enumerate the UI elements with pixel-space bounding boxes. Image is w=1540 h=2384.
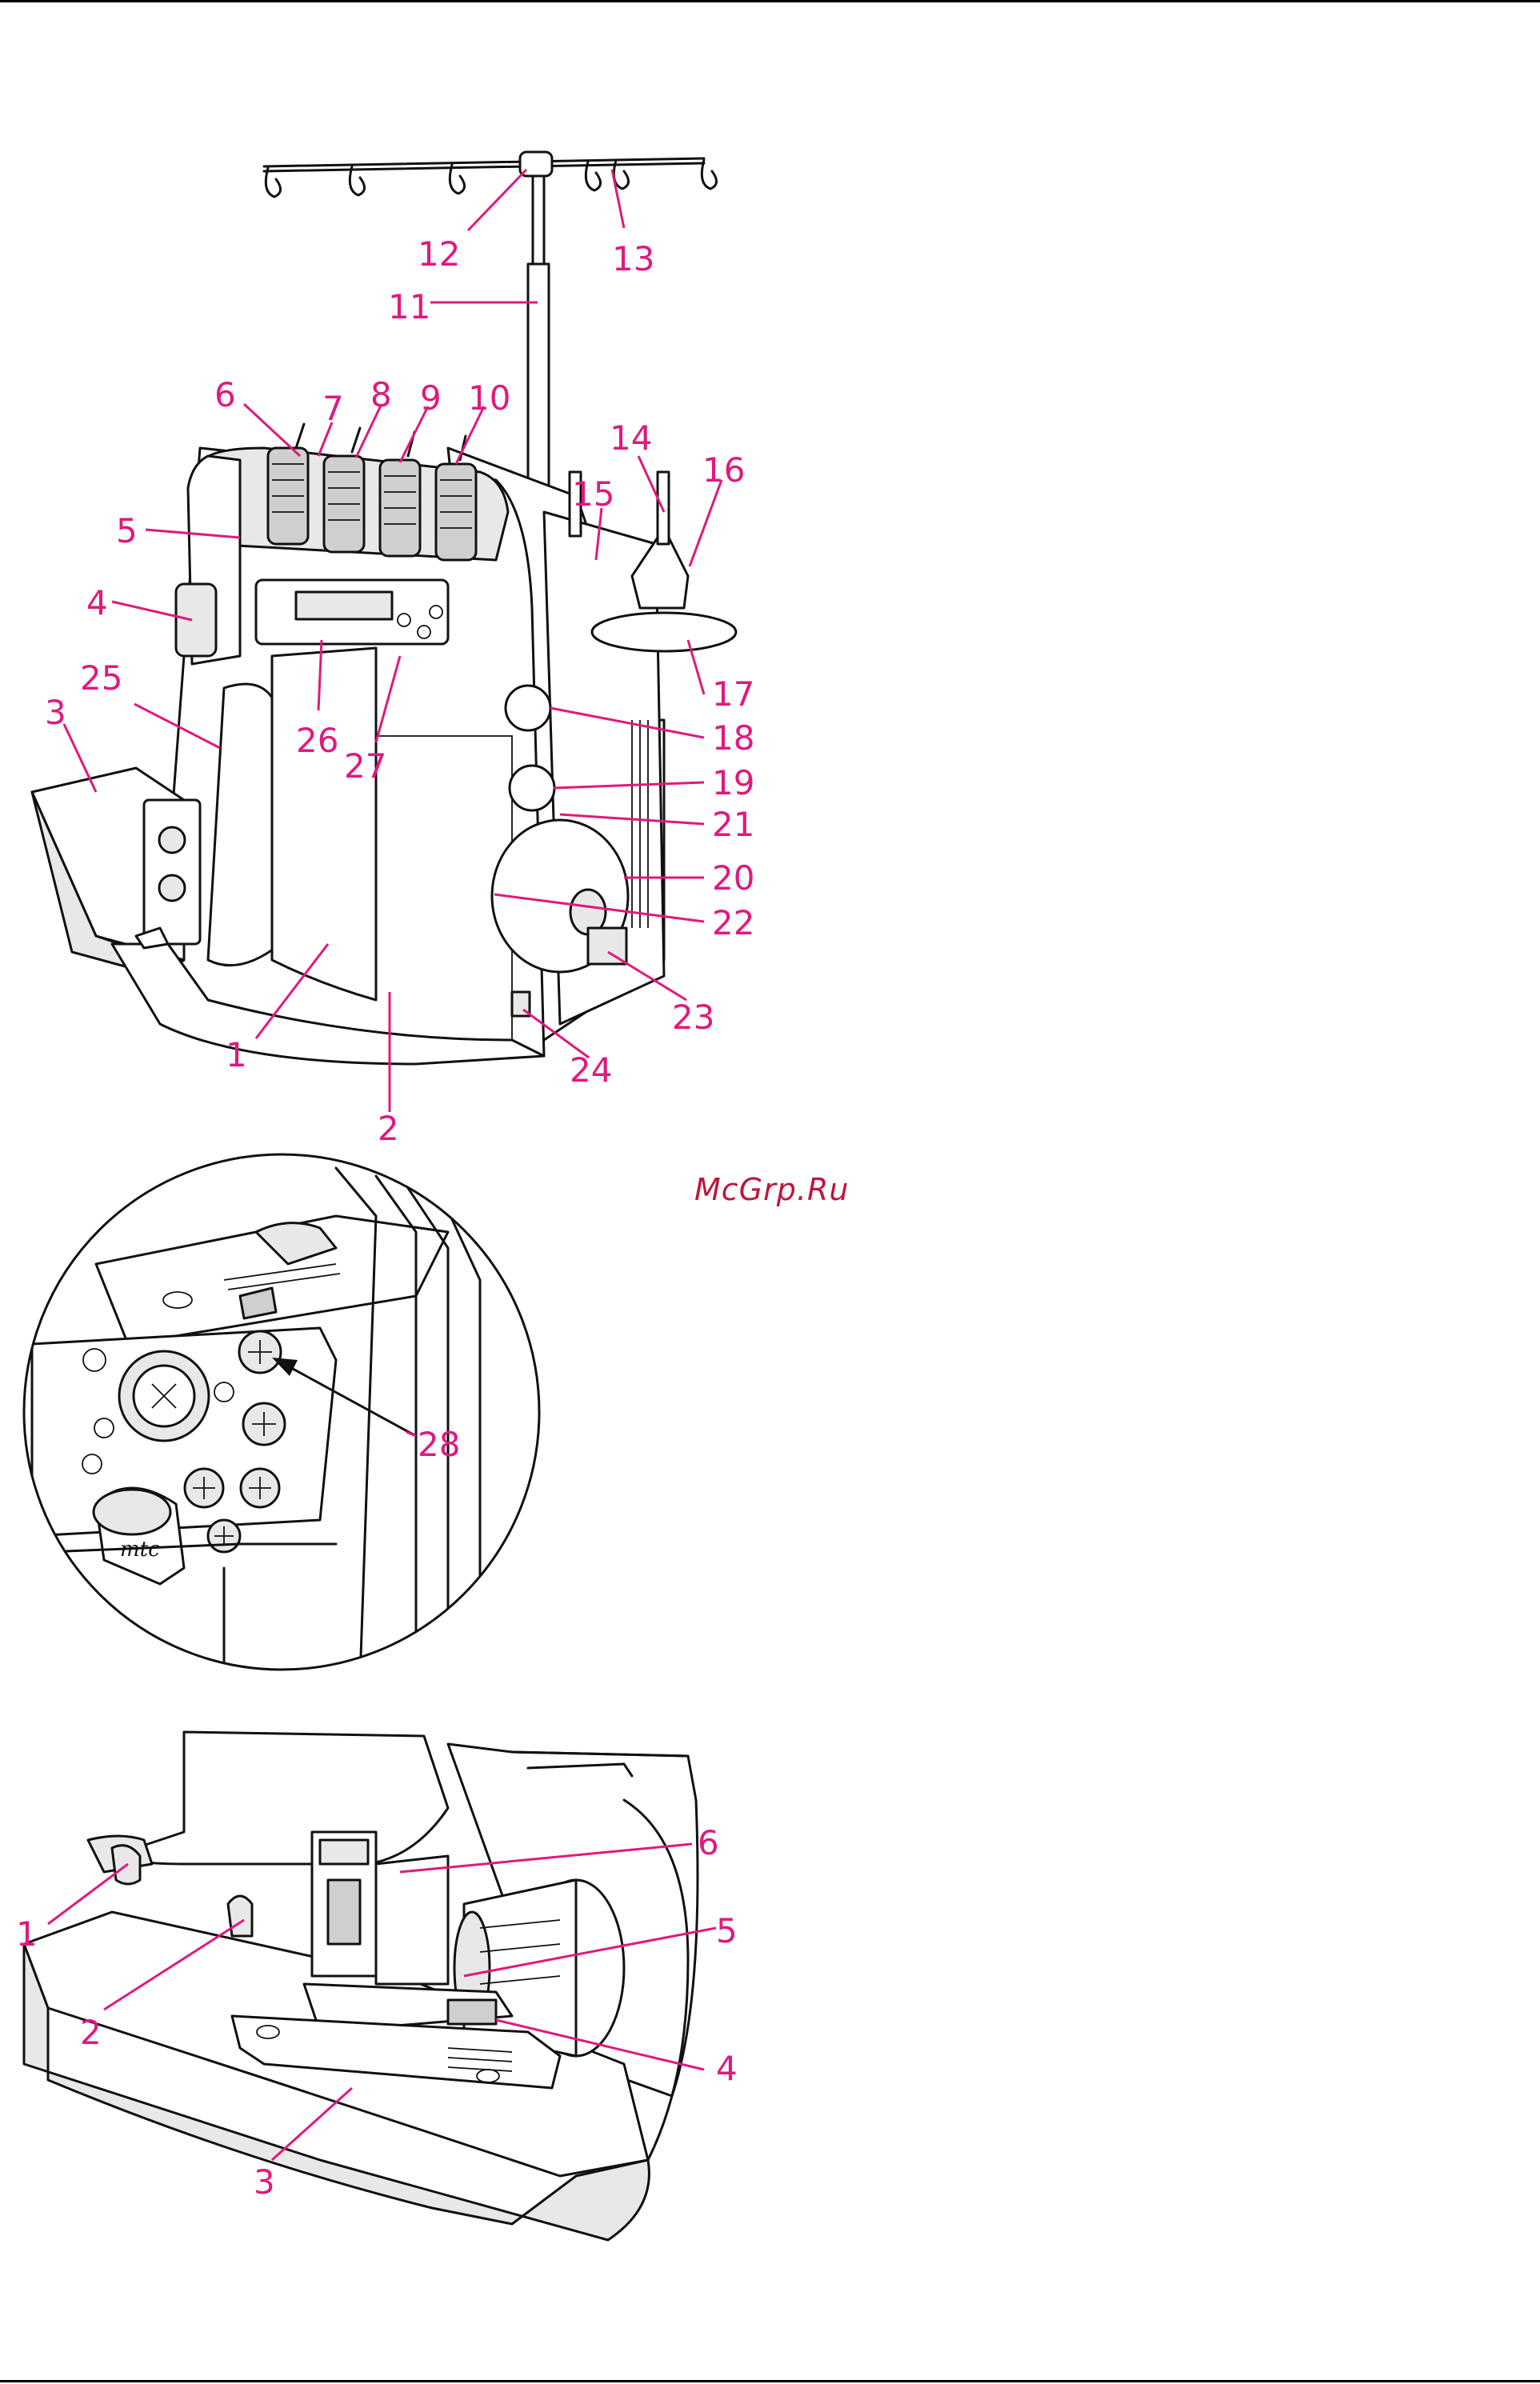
callout-18: 18 [712, 718, 754, 758]
callout-f3-5: 5 [716, 1911, 738, 1950]
callout-14: 14 [610, 418, 652, 458]
callout-17: 17 [712, 674, 754, 714]
callout-8: 8 [370, 375, 392, 414]
callout-27: 27 [344, 746, 386, 786]
callout-f3-2: 2 [80, 2013, 102, 2052]
callout-12: 12 [418, 234, 460, 274]
callout-3: 3 [45, 693, 66, 732]
watermark-text: McGrp.Ru [694, 1172, 849, 1207]
callout-24: 24 [570, 1050, 612, 1090]
callout-22: 22 [712, 903, 754, 942]
callout-2: 2 [378, 1109, 399, 1148]
callout-28: 28 [418, 1425, 460, 1464]
callout-f3-1: 1 [16, 1914, 38, 1954]
figure-detail-closeup: mtc 28 [16, 1152, 560, 1680]
callout-11: 11 [388, 287, 430, 326]
callout-13: 13 [612, 239, 654, 278]
callout-19: 19 [712, 763, 754, 802]
callout-26: 26 [296, 721, 338, 760]
callout-25: 25 [80, 658, 122, 698]
callout-4: 4 [86, 583, 108, 622]
callout-7: 7 [322, 389, 344, 428]
callout-23: 23 [672, 998, 714, 1037]
callout-20: 20 [712, 858, 754, 898]
figure-presser-foot-area: 1 2 3 4 5 6 [16, 1732, 738, 2240]
callout-f3-4: 4 [716, 2049, 738, 2088]
callout-5: 5 [116, 511, 138, 550]
callout-9: 9 [420, 378, 442, 418]
callout-15: 15 [572, 474, 614, 514]
callout-10: 10 [468, 378, 510, 418]
figure-machine-overview: 1 2 3 4 5 6 7 8 9 10 11 12 13 14 15 16 1… [32, 152, 754, 1148]
callout-6: 6 [214, 375, 236, 414]
callout-f3-6: 6 [698, 1823, 719, 1862]
callout-1: 1 [226, 1035, 247, 1074]
callout-f3-3: 3 [254, 2162, 275, 2202]
callout-21: 21 [712, 805, 754, 844]
callout-16: 16 [702, 450, 745, 490]
machine-body [32, 424, 736, 1064]
